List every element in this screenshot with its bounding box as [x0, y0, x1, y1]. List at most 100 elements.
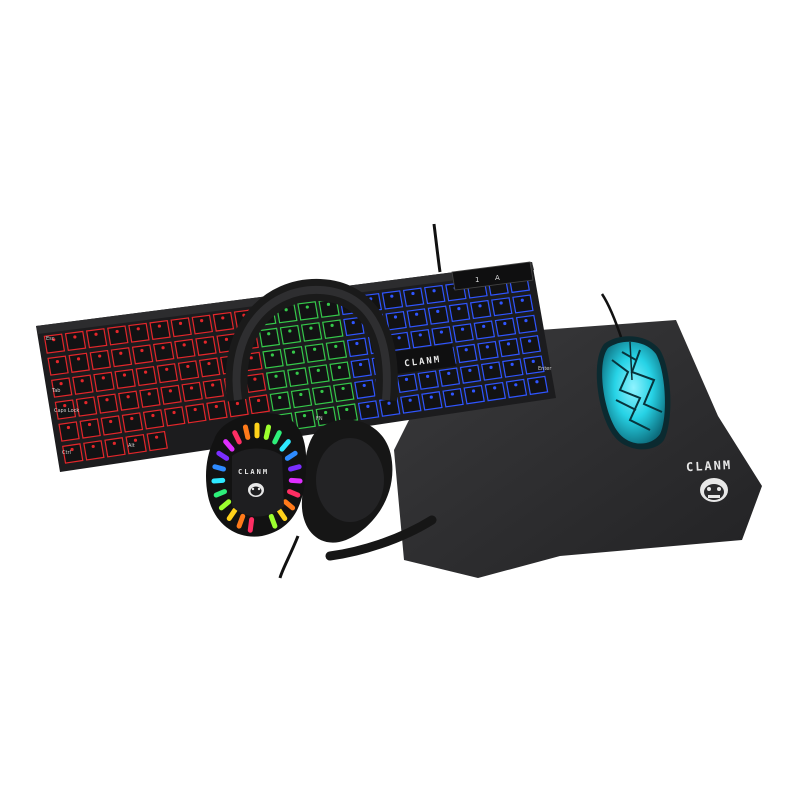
keyboard-key [290, 388, 313, 409]
keyboard-key [311, 385, 334, 406]
keyboard-key [100, 415, 123, 436]
key-legend-glow [503, 321, 507, 326]
key-alt-label: Alt [128, 443, 135, 449]
keyboard-key [463, 384, 485, 405]
keyboard-key [294, 409, 316, 430]
key-legend-glow [337, 365, 342, 370]
key-legend-glow [457, 307, 461, 311]
keyboard-key [283, 346, 305, 366]
keyboard-key [262, 348, 284, 369]
key-legend-glow [182, 343, 186, 347]
key-legend-glow [464, 348, 468, 352]
key-legend-glow [80, 379, 84, 383]
key-legend-glow [214, 404, 218, 409]
keyboard-key [343, 316, 365, 337]
keyboard-key [325, 340, 348, 361]
rgb-led-segment [279, 439, 291, 452]
key-legend-glow [535, 380, 539, 384]
keyboard-key [160, 384, 182, 405]
keyboard-key [125, 433, 147, 455]
rgb-led-segment [236, 513, 246, 529]
rgb-led-segment [223, 439, 235, 452]
keyboard-key [354, 379, 376, 400]
keyboard-key [385, 311, 407, 331]
keyboard-key [195, 336, 217, 356]
keyboard-key [185, 403, 207, 424]
keyboard-key [93, 371, 115, 392]
key-legend-glow [426, 374, 430, 378]
rgb-led-segment [213, 489, 228, 498]
keyboard-key [336, 403, 359, 424]
keyboard-key [350, 358, 372, 379]
headset-cable [278, 535, 300, 579]
key-legend-glow [63, 403, 67, 408]
rgb-led-segment [216, 450, 230, 461]
key-legend-glow [326, 302, 331, 306]
key-legend-glow [499, 301, 503, 305]
headset-mic-boom [325, 515, 437, 561]
keyboard-key [244, 373, 267, 393]
keyboard-key [473, 320, 496, 340]
keyboard-key [104, 437, 126, 458]
keyboard-key [304, 343, 327, 363]
keyboard-key [170, 317, 192, 338]
keyboard-key [502, 358, 524, 378]
keyboard-key [43, 333, 66, 354]
keyboard-key [64, 330, 87, 352]
key-legend-glow [510, 362, 514, 366]
key-legend-glow [460, 327, 465, 331]
keyboard-key [402, 287, 425, 307]
keyboard-key [269, 391, 292, 412]
keyboard-key [494, 317, 517, 337]
keyboard-key [191, 314, 214, 335]
key-legend-glow [165, 367, 169, 371]
key-legend-glow [415, 312, 419, 316]
mouse [596, 336, 671, 450]
rgb-led-segment [272, 430, 282, 445]
key-legend-glow [447, 371, 451, 375]
keyboard-key [177, 360, 200, 381]
key-legend-glow [387, 401, 391, 405]
keyboard-key [68, 352, 90, 373]
keyboard-key [512, 294, 534, 314]
key-legend-glow [143, 370, 148, 374]
keyboard-key [484, 381, 507, 402]
keyboard-key [118, 390, 140, 411]
keyboard-key [456, 343, 478, 364]
rgb-led-segment [284, 450, 298, 461]
key-legend-glow [211, 383, 215, 387]
key-legend-glow [485, 345, 489, 349]
rgb-led-segment [247, 517, 255, 533]
key-legend-glow [284, 308, 288, 312]
key-legend-glow [291, 350, 296, 354]
keyboard-key [333, 382, 355, 403]
key-legend-glow [393, 315, 398, 319]
key-legend-glow [122, 373, 127, 377]
keyboard-key [498, 337, 520, 358]
key-legend-glow [506, 342, 511, 346]
key-legend-glow [411, 291, 415, 296]
keyboard-key [287, 367, 309, 388]
keyboard-key [89, 349, 112, 371]
key-legend-glow [136, 327, 140, 331]
key-legend-glow [295, 371, 299, 375]
keyboard-key [202, 378, 225, 399]
key-legend-glow [351, 320, 355, 325]
key-legend-glow [73, 335, 77, 339]
key-legend-glow [471, 389, 476, 393]
keyboard-cable [432, 223, 442, 273]
keyboard-key [329, 361, 351, 382]
keyboard-key [156, 363, 179, 384]
key-tab-label: Tab [51, 388, 60, 394]
keyboard-key [58, 421, 80, 442]
keyboard-key [96, 393, 119, 414]
keyboard-key [206, 400, 228, 421]
key-legend-glow [133, 438, 138, 442]
keyboard-key [121, 412, 144, 433]
key-legend-glow [520, 298, 524, 302]
keyboard-key [128, 322, 150, 343]
rgb-led-segment [263, 424, 272, 440]
key-legend-glow [439, 330, 444, 334]
keyboard-key [142, 409, 165, 430]
key-legend-glow [200, 319, 204, 323]
